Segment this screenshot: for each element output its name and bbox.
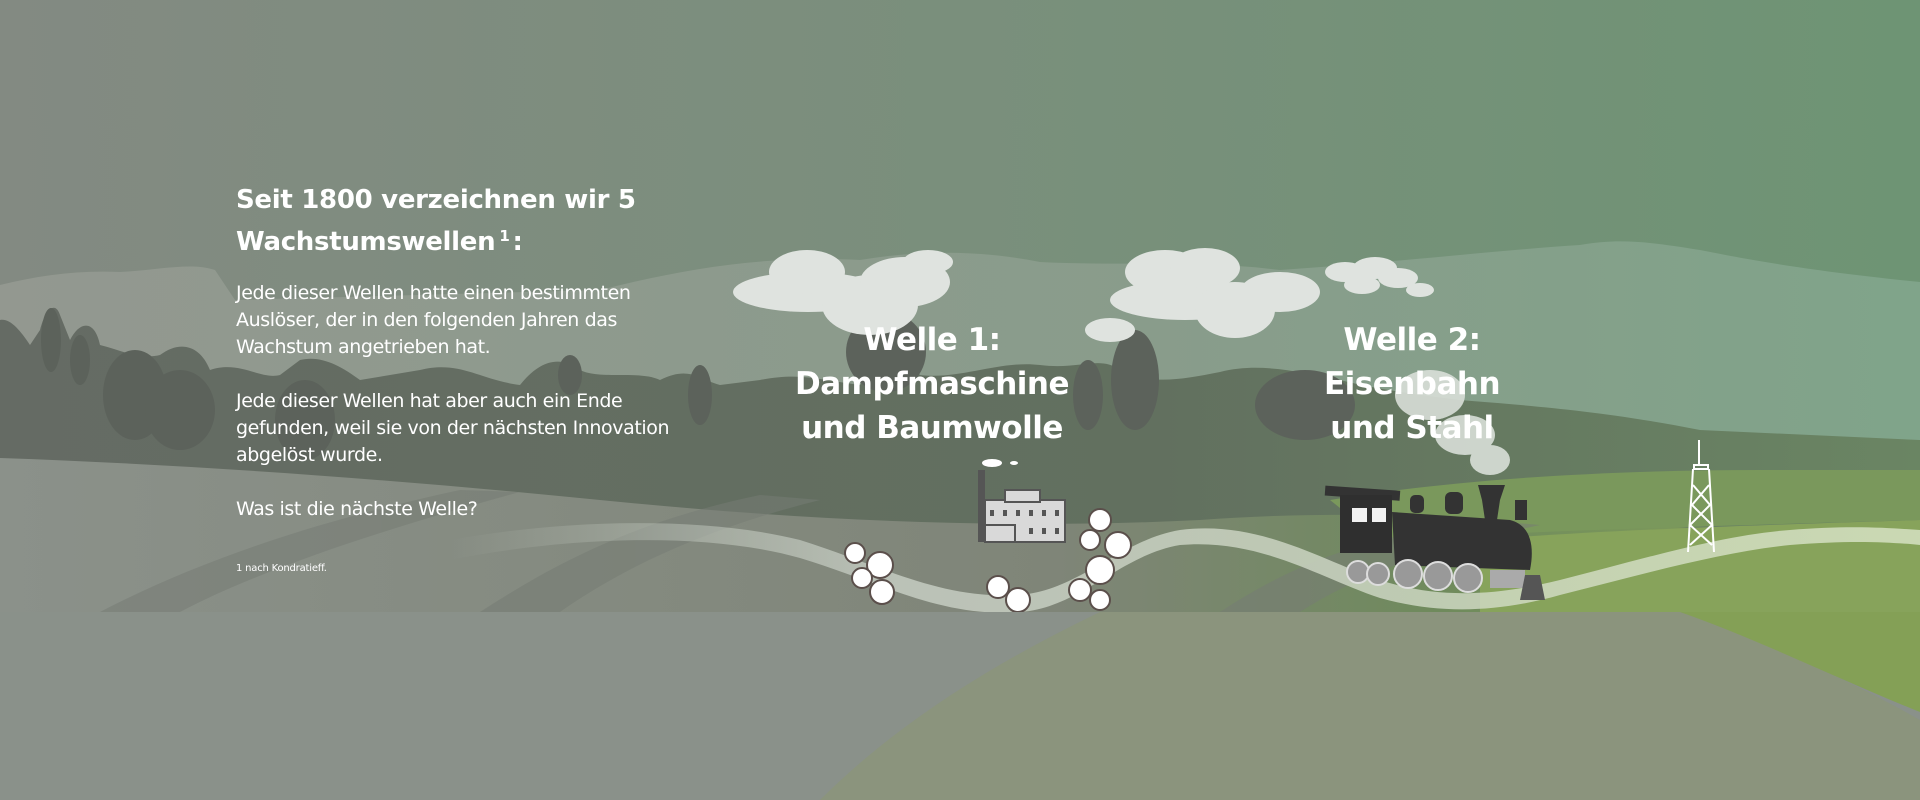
ground-bottom-right xyxy=(820,612,1920,800)
cloud-left xyxy=(733,250,953,335)
radio-tower-icon xyxy=(1687,440,1715,553)
cotton-plant-icon xyxy=(844,508,1132,613)
cloud-center xyxy=(1085,248,1320,342)
steam-locomotive-icon xyxy=(1324,485,1545,600)
headline-text: Seit 1800 verzeichnen wir 5 Wachstumswel… xyxy=(236,185,636,257)
cloud-right xyxy=(1325,257,1434,297)
wave-2-subtitle-line2: und Stahl xyxy=(1330,410,1494,446)
wave-1-title: Welle 1: Dampfmaschine und Baumwolle xyxy=(782,318,1082,450)
wave-1-subtitle-line2: und Baumwolle xyxy=(801,410,1063,446)
footnote: 1 nach Kondratieff. xyxy=(236,563,327,574)
growth-wave-ribbon xyxy=(450,523,1920,613)
factory-icon xyxy=(978,459,1066,543)
wave-1-subtitle-line1: Dampfmaschine xyxy=(795,366,1069,402)
intro-text-block: Seit 1800 verzeichnen wir 5 Wachstumswel… xyxy=(236,182,676,574)
intro-headline: Seit 1800 verzeichnen wir 5 Wachstumswel… xyxy=(236,182,676,260)
intro-paragraph-1: Jede dieser Wellen hatte einen bestimmte… xyxy=(236,282,631,358)
locomotive-smoke xyxy=(1395,370,1510,475)
wave-2-title: Welle 2: Eisenbahn und Stahl xyxy=(1292,318,1532,450)
intro-paragraph-2: Jede dieser Wellen hat aber auch ein End… xyxy=(236,390,670,466)
wave-2-subtitle-line1: Eisenbahn xyxy=(1323,366,1501,402)
intro-question: Was ist die nächste Welle? xyxy=(236,498,478,520)
wave-1-label: Welle 1: xyxy=(863,322,1001,358)
headline-suffix: : xyxy=(512,227,523,257)
footnote-ref: 1 xyxy=(499,227,510,245)
green-slope xyxy=(1680,612,1920,712)
wave-2-label: Welle 2: xyxy=(1343,322,1481,358)
